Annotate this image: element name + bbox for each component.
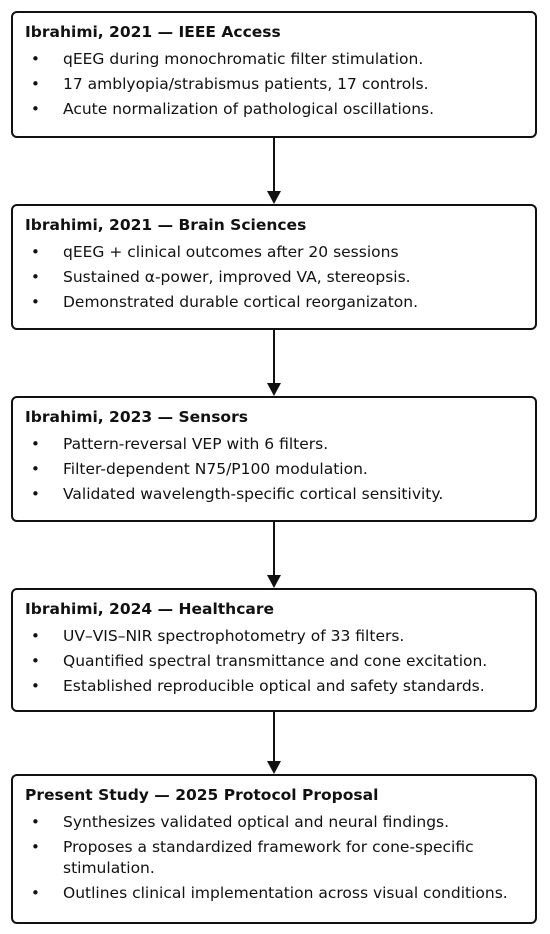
box-title: Present Study — 2025 Protocol Proposal (25, 786, 379, 804)
study-box-brain-sciences: Ibrahimi, 2021 — Brain Sciences qEEG + c… (11, 204, 537, 330)
bullet-list: Synthesizes validated optical and neural… (25, 812, 523, 904)
box-title: Ibrahimi, 2023 — Sensors (25, 408, 248, 426)
bullet-item: Sustained α-power, improved VA, stereops… (25, 267, 523, 288)
bullet-item: Proposes a standardized framework for co… (25, 837, 523, 879)
bullet-item: 17 amblyopia/strabismus patients, 17 con… (25, 74, 523, 95)
flow-arrow (264, 138, 284, 204)
bullet-item: Outlines clinical implementation across … (25, 883, 523, 904)
flow-arrow (264, 522, 284, 588)
bullet-list: Pattern-reversal VEP with 6 filters. Fil… (25, 434, 523, 505)
bullet-list: qEEG + clinical outcomes after 20 sessio… (25, 242, 523, 313)
flow-arrow (264, 712, 284, 774)
bullet-list: qEEG during monochromatic filter stimula… (25, 49, 523, 120)
study-box-present-study: Present Study — 2025 Protocol Proposal S… (11, 774, 537, 924)
bullet-item: Established reproducible optical and saf… (25, 676, 523, 697)
box-title: Ibrahimi, 2021 — IEEE Access (25, 23, 281, 41)
study-box-sensors: Ibrahimi, 2023 — Sensors Pattern-reversa… (11, 396, 537, 522)
bullet-item: UV–VIS–NIR spectrophotometry of 33 filte… (25, 626, 523, 647)
bullet-item: Acute normalization of pathological osci… (25, 99, 523, 120)
bullet-item: qEEG during monochromatic filter stimula… (25, 49, 523, 70)
bullet-item: Demonstrated durable cortical reorganiza… (25, 292, 523, 313)
bullet-list: UV–VIS–NIR spectrophotometry of 33 filte… (25, 626, 523, 697)
bullet-item: Pattern-reversal VEP with 6 filters. (25, 434, 523, 455)
flow-arrow (264, 330, 284, 396)
study-box-healthcare: Ibrahimi, 2024 — Healthcare UV–VIS–NIR s… (11, 588, 537, 712)
box-title: Ibrahimi, 2024 — Healthcare (25, 600, 274, 618)
bullet-item: Filter-dependent N75/P100 modulation. (25, 459, 523, 480)
bullet-item: Synthesizes validated optical and neural… (25, 812, 523, 833)
bullet-item: qEEG + clinical outcomes after 20 sessio… (25, 242, 523, 263)
box-title: Ibrahimi, 2021 — Brain Sciences (25, 216, 307, 234)
study-box-ieee-access: Ibrahimi, 2021 — IEEE Access qEEG during… (11, 11, 537, 138)
bullet-item: Quantified spectral transmittance and co… (25, 651, 523, 672)
bullet-item: Validated wavelength-specific cortical s… (25, 484, 523, 505)
